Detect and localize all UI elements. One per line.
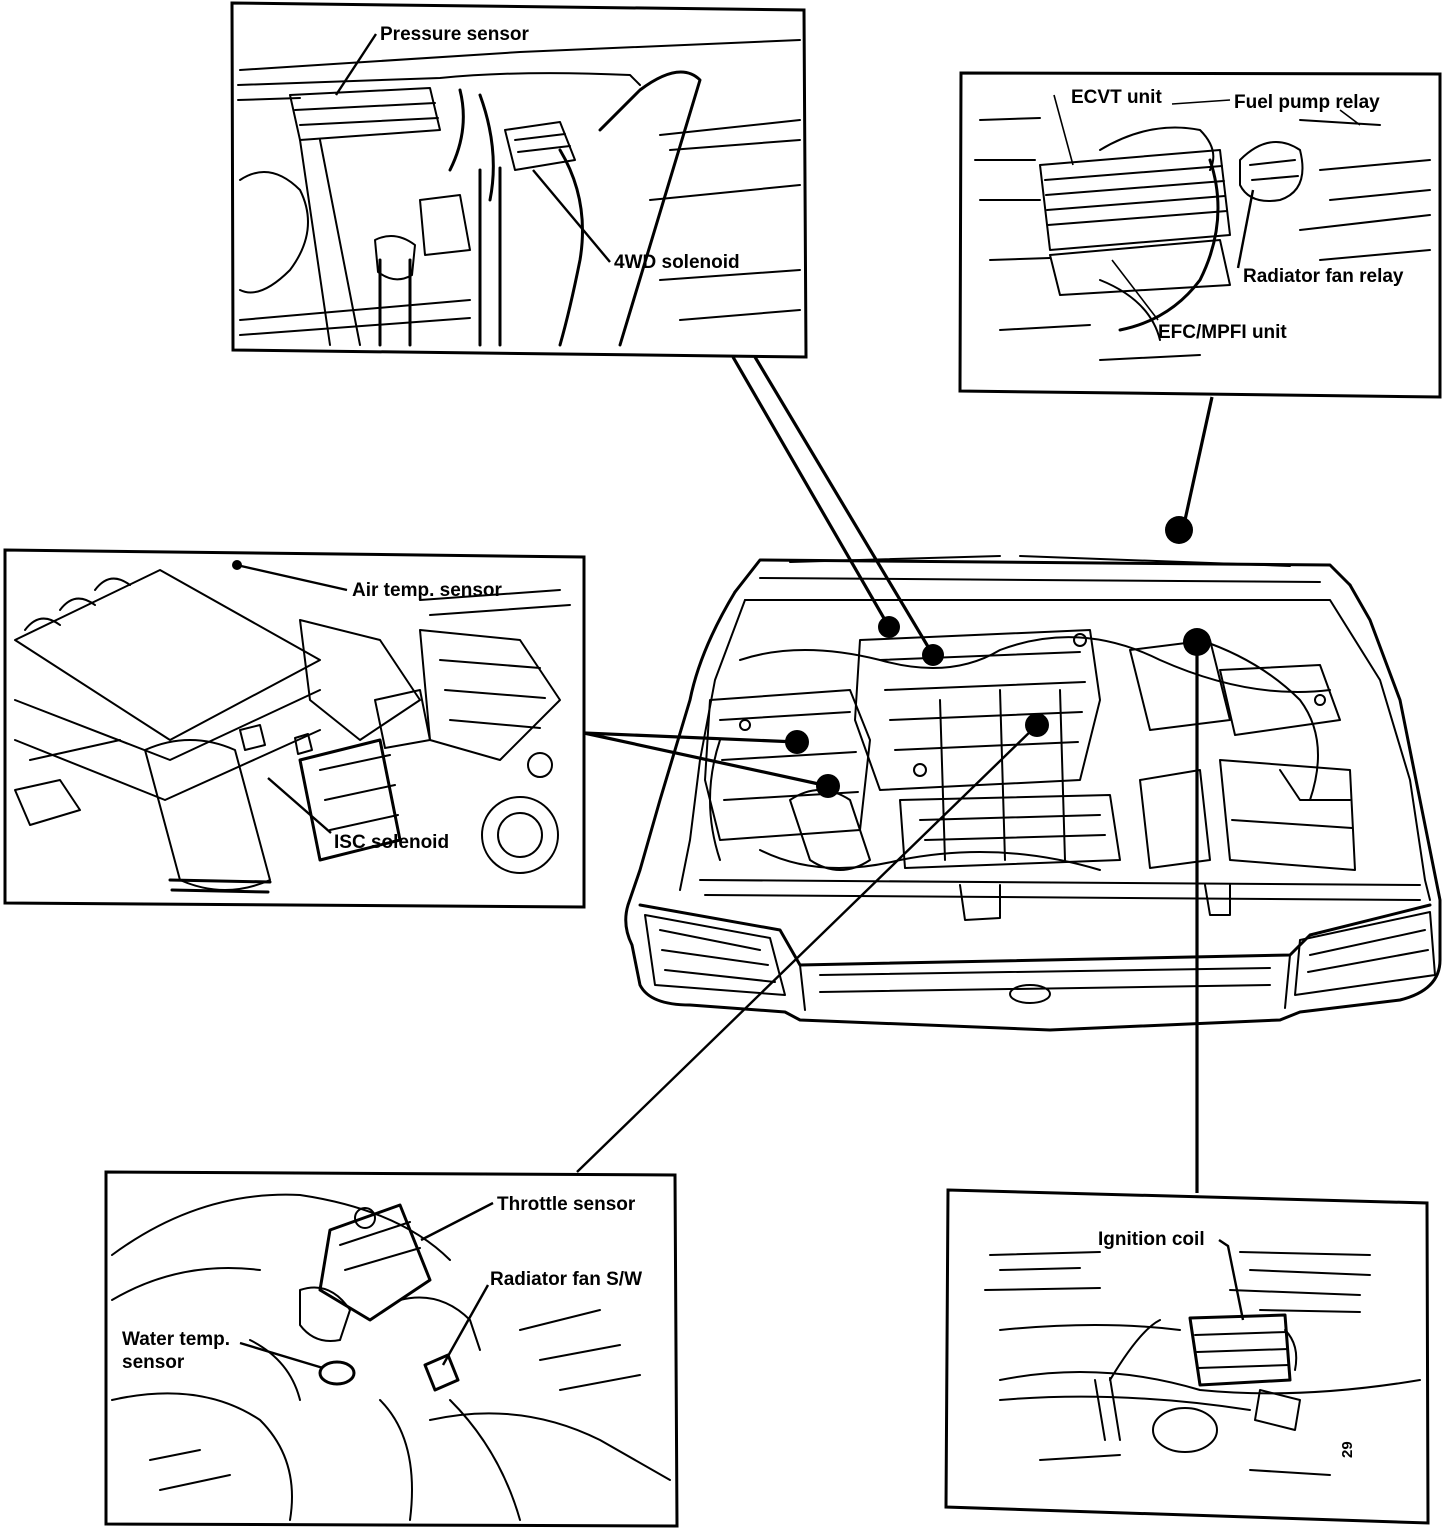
radiator-fan-relay-label: Radiator fan relay <box>1243 266 1404 287</box>
main-engine-bay-illustration <box>624 555 1442 1032</box>
water-temp-sensor-label-line2: sensor <box>122 1352 185 1373</box>
inset-pressure-sensor-4wd-solenoid: Pressure sensor 4WD solenoid <box>230 1 808 359</box>
inset-ecvt-efc-relays: ECVT unit Fuel pump relay Radiator fan r… <box>958 71 1442 399</box>
ecvt-unit-label: ECVT unit <box>1071 87 1162 108</box>
4wd-solenoid-label: 4WD solenoid <box>614 252 740 273</box>
water-temp-sensor-label-line1: Water temp. <box>122 1329 230 1350</box>
inset-connector-lines <box>576 356 1214 1193</box>
isc-solenoid-label: ISC solenoid <box>334 832 449 853</box>
inset-ignition-coil: Ignition coil 29 <box>944 1188 1430 1525</box>
marker-ecvt-area <box>1165 516 1193 544</box>
pressure-sensor-label: Pressure sensor <box>380 24 530 45</box>
margin-mark: 29 <box>1339 1441 1356 1458</box>
ignition-coil-label: Ignition coil <box>1098 1229 1205 1250</box>
throttle-sensor-label: Throttle sensor <box>497 1194 636 1215</box>
radiator-fan-sw-label: Radiator fan S/W <box>490 1269 642 1290</box>
efc-mpfi-unit-label: EFC/MPFI unit <box>1158 322 1287 343</box>
air-temp-sensor-label: Air temp. sensor <box>352 580 503 601</box>
inset-air-temp-isc-solenoid: Air temp. sensor ISC solenoid <box>3 548 586 909</box>
inset-throttle-radiator-fan-water-temp: Throttle sensor Radiator fan S/W Water t… <box>104 1170 679 1528</box>
fuel-pump-relay-label: Fuel pump relay <box>1234 92 1380 113</box>
